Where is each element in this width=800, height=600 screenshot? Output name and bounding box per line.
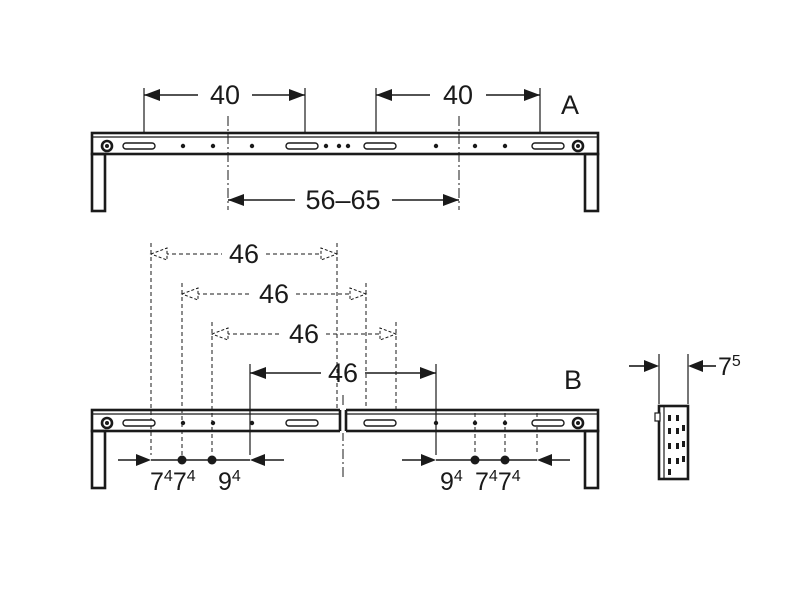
dimension-46-option-2: 46	[180, 279, 368, 309]
slot	[531, 419, 565, 427]
slot	[531, 142, 565, 150]
view-b: B 46 46	[90, 239, 600, 496]
left-foot	[90, 152, 107, 213]
left-foot	[90, 429, 107, 490]
end-bolt	[100, 139, 114, 153]
slot	[122, 419, 156, 427]
slot	[363, 419, 397, 427]
right-foot	[583, 152, 600, 213]
end-bolt	[100, 416, 114, 430]
end-bolt	[571, 416, 585, 430]
dimension-46-option-3: 46	[210, 319, 398, 349]
side-profile-view: 75	[629, 353, 741, 481]
right-offset-chain: 94 7474	[402, 454, 570, 496]
dimension-label: 46	[328, 358, 358, 388]
slot	[285, 419, 319, 427]
dimension-label: 46	[289, 319, 319, 349]
dimension-label: 46	[259, 279, 289, 309]
offset-label: 94	[218, 468, 241, 496]
slot	[363, 142, 397, 150]
dimension-46-option-1: 46	[149, 239, 339, 269]
slot	[285, 142, 319, 150]
mounting-rail-a	[90, 131, 600, 213]
offset-label: 7474	[150, 468, 196, 496]
dimension-46-main: 46	[250, 358, 436, 388]
dimension-right-40: 40	[376, 80, 540, 110]
dimension-label: 56–65	[305, 185, 380, 215]
section-label-b: B	[564, 365, 582, 395]
left-offset-chain: 7474 94	[118, 454, 284, 496]
offset-label: 7474	[475, 468, 521, 496]
section-label-a: A	[561, 90, 579, 120]
thickness-label: 75	[718, 353, 741, 381]
profile-section	[657, 404, 690, 481]
dimension-center-range: 56–65	[228, 185, 459, 215]
mounting-rail-b	[90, 408, 600, 490]
view-a: A 40 40	[90, 80, 600, 215]
dimension-label: 40	[443, 80, 473, 110]
dimension-label: 40	[210, 80, 240, 110]
end-bolt	[571, 139, 585, 153]
slot	[122, 142, 156, 150]
offset-label: 94	[440, 468, 463, 496]
dimension-left-40: 40	[144, 80, 305, 110]
dimension-label: 46	[229, 239, 259, 269]
right-foot	[583, 429, 600, 490]
